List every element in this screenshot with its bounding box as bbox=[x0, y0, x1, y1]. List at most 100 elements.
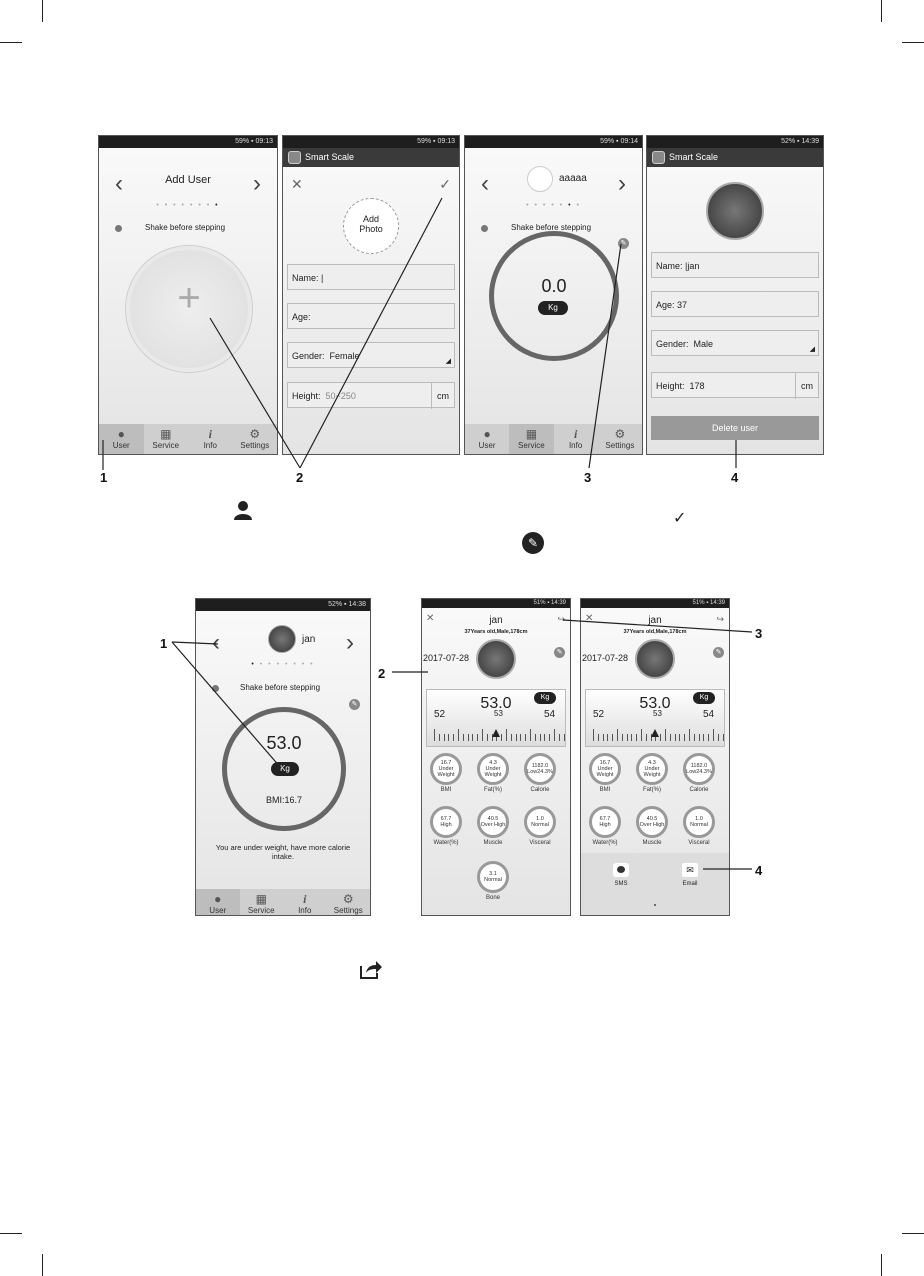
shake-indicator[interactable] bbox=[115, 225, 122, 232]
dropdown-icon: ◢ bbox=[809, 346, 815, 353]
weight-value: 0.0 bbox=[541, 276, 567, 296]
shake-label: Shake before stepping bbox=[240, 683, 321, 692]
ruler-tick-label: 52 bbox=[593, 709, 605, 720]
plus-icon[interactable]: + bbox=[177, 276, 201, 320]
unit-badge[interactable]: Kg bbox=[534, 692, 556, 704]
callout-1: 1 bbox=[100, 470, 108, 485]
shake-indicator[interactable] bbox=[212, 685, 219, 692]
unit-badge[interactable]: Kg bbox=[693, 692, 715, 704]
crop-mark bbox=[902, 1233, 924, 1234]
chevron-right-icon[interactable]: › bbox=[253, 170, 261, 197]
settings-icon: ⚙ bbox=[342, 892, 354, 906]
nav-user[interactable]: ●User bbox=[196, 889, 240, 915]
screen-new-user-form: 59% ▪ 09:13 Smart Scale ✕ ✓ Add Photo Na… bbox=[282, 135, 460, 455]
user-subtitle: 37Years old,Male,178cm bbox=[464, 629, 528, 635]
add-photo-button[interactable] bbox=[343, 198, 399, 254]
pencil-icon[interactable]: ✎ bbox=[618, 238, 629, 249]
nav-service[interactable]: ▦Service bbox=[509, 424, 554, 454]
crop-mark bbox=[42, 1254, 43, 1276]
user-icon: ● bbox=[117, 427, 125, 441]
crop-mark bbox=[881, 1254, 882, 1276]
user-photo[interactable] bbox=[635, 639, 675, 679]
avatar[interactable] bbox=[268, 625, 296, 653]
chevron-left-icon[interactable]: ‹ bbox=[115, 170, 123, 197]
nav-user[interactable]: ●User bbox=[99, 424, 144, 454]
app-bar: Smart Scale bbox=[283, 148, 459, 167]
nav-settings[interactable]: ⚙Settings bbox=[598, 424, 642, 454]
user-icon: ● bbox=[483, 427, 491, 441]
username: jan bbox=[648, 615, 662, 626]
app-bar: Smart Scale bbox=[647, 148, 823, 167]
chevron-left-icon[interactable]: ‹ bbox=[481, 170, 489, 197]
user-photo[interactable] bbox=[706, 182, 764, 240]
callout-3: 3 bbox=[584, 470, 592, 485]
nav-user[interactable]: ●User bbox=[465, 424, 509, 454]
chevron-right-icon[interactable]: › bbox=[618, 170, 626, 197]
nav-settings[interactable]: ⚙Settings bbox=[233, 424, 278, 454]
screen-title: Add User bbox=[165, 174, 211, 186]
gender-select[interactable]: Gender: Male◢ bbox=[651, 330, 819, 356]
callout-4: 4 bbox=[731, 470, 739, 485]
name-field[interactable]: Name: |jan bbox=[651, 252, 819, 278]
pencil-icon: ✎ bbox=[522, 532, 544, 554]
status-bar: 59% ▪ 09:13 bbox=[283, 136, 459, 148]
age-field[interactable]: Age: bbox=[287, 303, 455, 329]
info-icon: i bbox=[573, 427, 578, 441]
email-share-button[interactable]: ✉Email bbox=[682, 863, 698, 887]
pencil-icon[interactable]: ✎ bbox=[713, 647, 724, 658]
nav-service[interactable]: ▦Service bbox=[144, 424, 189, 454]
age-field[interactable]: Age: 37 bbox=[651, 291, 819, 317]
pencil-icon[interactable]: ✎ bbox=[554, 647, 565, 658]
delete-user-button[interactable]: Delete user bbox=[651, 416, 819, 440]
close-icon[interactable]: ✕ bbox=[426, 613, 435, 624]
avatar[interactable] bbox=[527, 166, 553, 192]
crop-mark bbox=[881, 0, 882, 22]
advice-message: You are under weight, have more calorie … bbox=[215, 843, 351, 861]
sms-share-button[interactable]: SMS bbox=[609, 863, 633, 887]
shake-label: Shake before stepping bbox=[145, 223, 226, 232]
share-icon[interactable]: ↪ bbox=[557, 614, 565, 624]
nav-settings[interactable]: ⚙Settings bbox=[327, 889, 371, 915]
close-icon[interactable]: ✕ bbox=[291, 176, 303, 192]
close-icon[interactable]: ✕ bbox=[585, 613, 594, 624]
unit-badge[interactable]: Kg bbox=[538, 301, 568, 315]
nav-service[interactable]: ▦Service bbox=[240, 889, 284, 915]
status-bar: 52% ▪ 14:38 bbox=[196, 599, 370, 611]
user-photo[interactable] bbox=[476, 639, 516, 679]
add-user-circle[interactable] bbox=[126, 246, 252, 372]
chevron-right-icon[interactable]: › bbox=[346, 629, 354, 656]
unit-badge[interactable]: Kg bbox=[271, 762, 299, 776]
chevron-left-icon[interactable]: ‹ bbox=[212, 629, 220, 656]
status-bar: 52% ▪ 14:39 bbox=[647, 136, 823, 148]
page-dots: • • • • • • • • bbox=[156, 202, 220, 209]
ruler-pointer-icon bbox=[492, 729, 500, 737]
gender-select[interactable]: Gender: Female◢ bbox=[287, 342, 455, 368]
weight-value: 53.0 bbox=[480, 695, 512, 712]
check-icon[interactable]: ✓ bbox=[439, 176, 451, 192]
name-field[interactable]: Name: | bbox=[287, 264, 455, 290]
share-icon[interactable]: ↪ bbox=[716, 614, 724, 624]
pencil-icon[interactable]: ✎ bbox=[349, 699, 360, 710]
shake-indicator[interactable] bbox=[481, 225, 488, 232]
service-icon: ▦ bbox=[255, 892, 267, 906]
